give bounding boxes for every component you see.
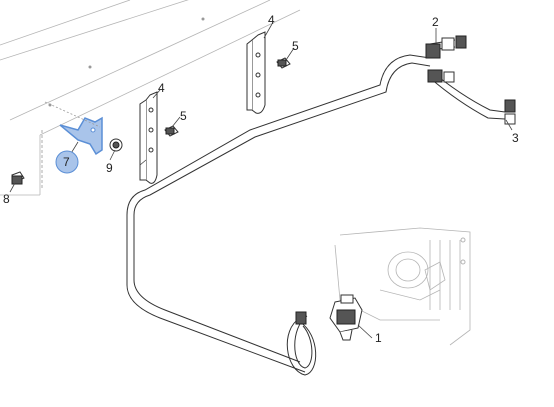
bracket-4-right (246, 31, 266, 114)
callout-3[interactable]: 3 (512, 131, 519, 145)
engine-block (334, 227, 471, 346)
bracket-icon[interactable] (59, 116, 103, 156)
bracket-4-left (139, 91, 158, 184)
callout-5-right[interactable]: 5 (292, 39, 299, 53)
pipe-assembly (126, 39, 506, 376)
callout-4-left[interactable]: 4 (158, 81, 165, 95)
valve-icon (329, 294, 363, 341)
callout-9[interactable]: 9 (106, 161, 113, 175)
callout-7[interactable]: 7 (63, 155, 70, 169)
mounting-lines (41, 101, 101, 190)
body-panel (0, 0, 301, 196)
bolt-icon (164, 57, 291, 137)
leader-lines (9, 23, 513, 339)
callout-1[interactable]: 1 (375, 331, 382, 345)
callout-5-left[interactable]: 5 (180, 109, 187, 123)
nut-icon (109, 138, 123, 152)
connector-icon (295, 35, 516, 325)
callout-7-badge[interactable] (55, 150, 79, 174)
callout-8[interactable]: 8 (3, 192, 10, 206)
bolt-8-icon (11, 171, 25, 185)
callout-2[interactable]: 2 (432, 15, 439, 29)
callout-4-right[interactable]: 4 (268, 13, 275, 27)
